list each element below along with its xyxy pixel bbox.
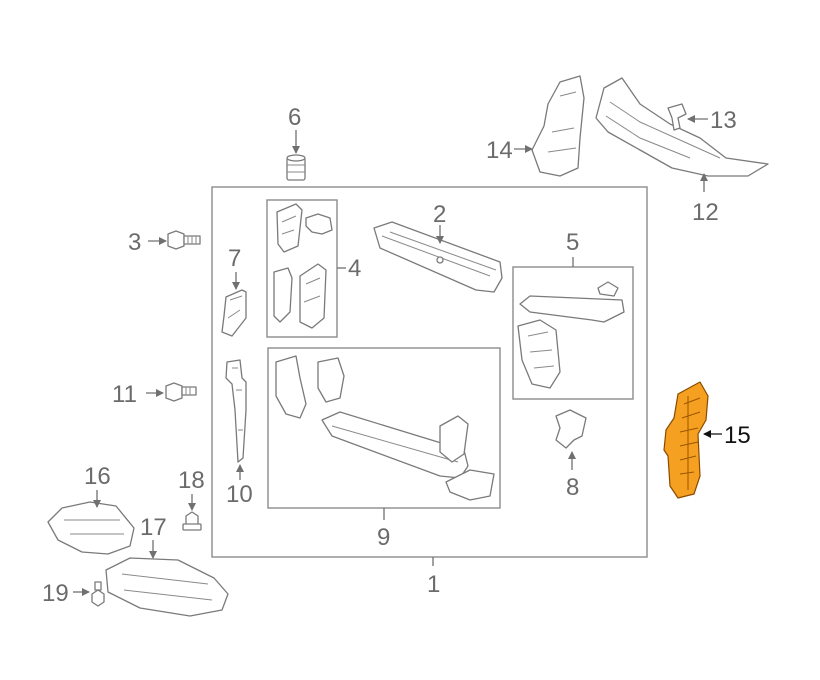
callout-11: 11 [112,381,137,408]
assembly-box-1 [211,186,648,558]
callout-7: 7 [228,245,241,272]
part-5-side-support [517,281,625,389]
part-18-clip [182,511,202,531]
callout-17: 17 [140,514,167,541]
part-4-brackets [273,203,333,329]
callout-15: 15 [724,422,751,449]
callout-3: 3 [128,229,141,256]
callout-19: 19 [42,580,69,607]
part-11-bolt [165,382,197,402]
callout-16: 16 [84,463,111,490]
callout-8: 8 [566,474,579,501]
callout-5: 5 [566,229,579,256]
callout-12: 12 [692,199,719,226]
callout-18: 18 [178,467,205,494]
part-14-duct [531,75,585,177]
callout-14: 14 [486,137,513,164]
part-17-under-cover [105,557,229,617]
part-19-bolt [91,581,105,607]
callout-10: 10 [226,481,253,508]
part-12-upper-cover [595,77,769,177]
part-13-clip [667,103,687,131]
part-10-brace [225,359,247,463]
part-3-bolt [167,230,201,250]
part-7-bracket [221,289,247,337]
part-9-lower-support [275,355,495,501]
callout-1: 1 [427,571,440,598]
callout-2: 2 [433,201,446,228]
part-15-side-seal-highlighted [663,381,709,499]
callout-9: 9 [377,524,390,551]
part-2-upper-support [373,221,503,293]
callout-4: 4 [348,255,361,282]
part-8-bracket [555,409,587,449]
callout-6: 6 [288,104,301,131]
part-16-under-cover [47,501,135,555]
part-6-cushion [286,154,306,181]
callout-13: 13 [710,107,737,134]
